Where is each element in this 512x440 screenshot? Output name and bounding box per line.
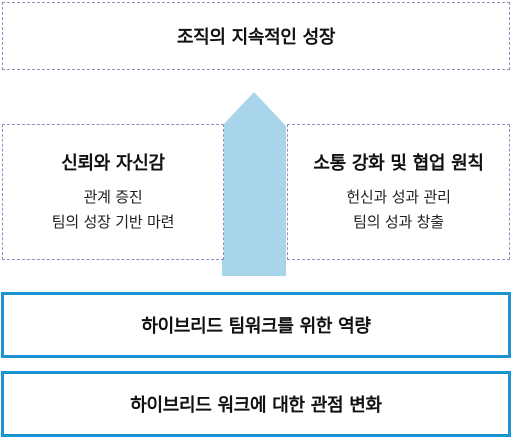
hybrid-work-perspective-box: 하이브리드 워크에 대한 관점 변화: [1, 371, 511, 437]
communication-collaboration-line-2: 팀의 성과 창출: [353, 213, 444, 231]
trust-confidence-title: 신뢰와 자신감: [61, 153, 165, 174]
communication-collaboration-title: 소통 강화 및 협업 원칙: [313, 153, 484, 174]
sustainable-growth-box: 조직의 지속적인 성장: [2, 2, 510, 70]
trust-confidence-line-2: 팀의 성장 기반 마련: [51, 213, 175, 231]
hybrid-teamwork-capability-title: 하이브리드 팀워크를 위한 역량: [141, 316, 371, 337]
hybrid-work-perspective-title: 하이브리드 워크에 대한 관점 변화: [130, 395, 382, 416]
sustainable-growth-title: 조직의 지속적인 성장: [176, 27, 336, 48]
trust-confidence-box: 신뢰와 자신감 관계 증진 팀의 성장 기반 마련: [2, 124, 224, 260]
hybrid-teamwork-capability-box: 하이브리드 팀워크를 위한 역량: [1, 292, 511, 358]
trust-confidence-line-1: 관계 증진: [83, 188, 143, 206]
communication-collaboration-line-1: 헌신과 성과 관리: [346, 188, 451, 206]
communication-collaboration-box: 소통 강화 및 협업 원칙 헌신과 성과 관리 팀의 성과 창출: [287, 124, 510, 260]
